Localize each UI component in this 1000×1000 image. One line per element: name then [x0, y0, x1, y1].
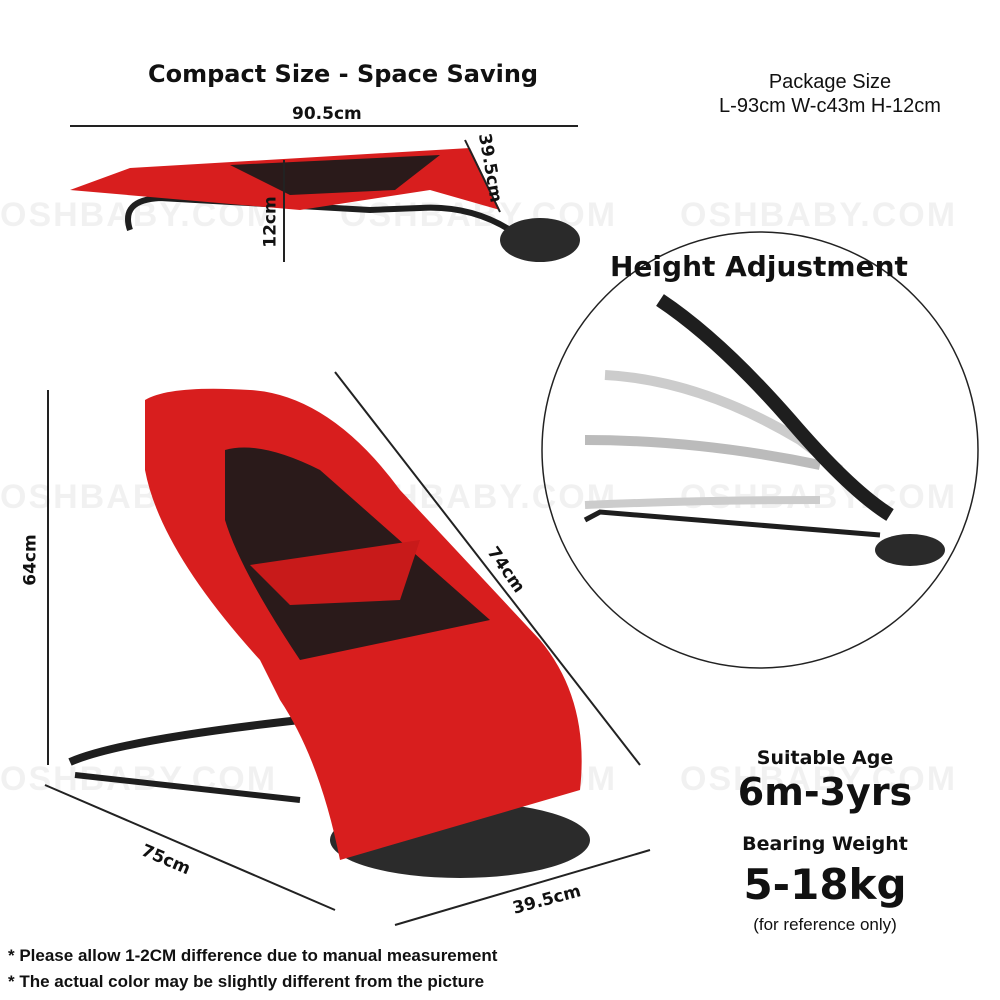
- compact-title: Compact Size - Space Saving: [148, 60, 539, 88]
- bouncer-image: [44, 371, 651, 926]
- weight-label: Bearing Weight: [742, 833, 908, 855]
- folded-bouncer-image: [70, 125, 580, 262]
- compact-length-label: 90.5cm: [292, 104, 362, 124]
- height-adjustment-image: [541, 231, 979, 669]
- age-value: 6m-3yrs: [737, 770, 913, 814]
- watermark: OSHBABY.COM: [680, 760, 958, 798]
- weight-note: (for reference only): [753, 915, 897, 934]
- note-color: * The actual color may be slightly diffe…: [8, 972, 485, 991]
- compact-height-label: 12cm: [260, 196, 281, 248]
- package-size-value: L-93cm W-c43m H-12cm: [719, 95, 941, 117]
- weight-value: 5-18kg: [743, 860, 907, 909]
- height-dimension: 64cm: [20, 534, 41, 586]
- age-label: Suitable Age: [756, 747, 894, 769]
- package-size-label: Package Size: [768, 71, 892, 93]
- watermark: OSHBABY.COM: [680, 196, 958, 234]
- package-size: Package Size L-93cm W-c43m H-12cm: [670, 70, 990, 118]
- note-measurement: * Please allow 1-2CM difference due to m…: [8, 946, 498, 965]
- height-adjustment-title: Height Adjustment: [610, 250, 908, 283]
